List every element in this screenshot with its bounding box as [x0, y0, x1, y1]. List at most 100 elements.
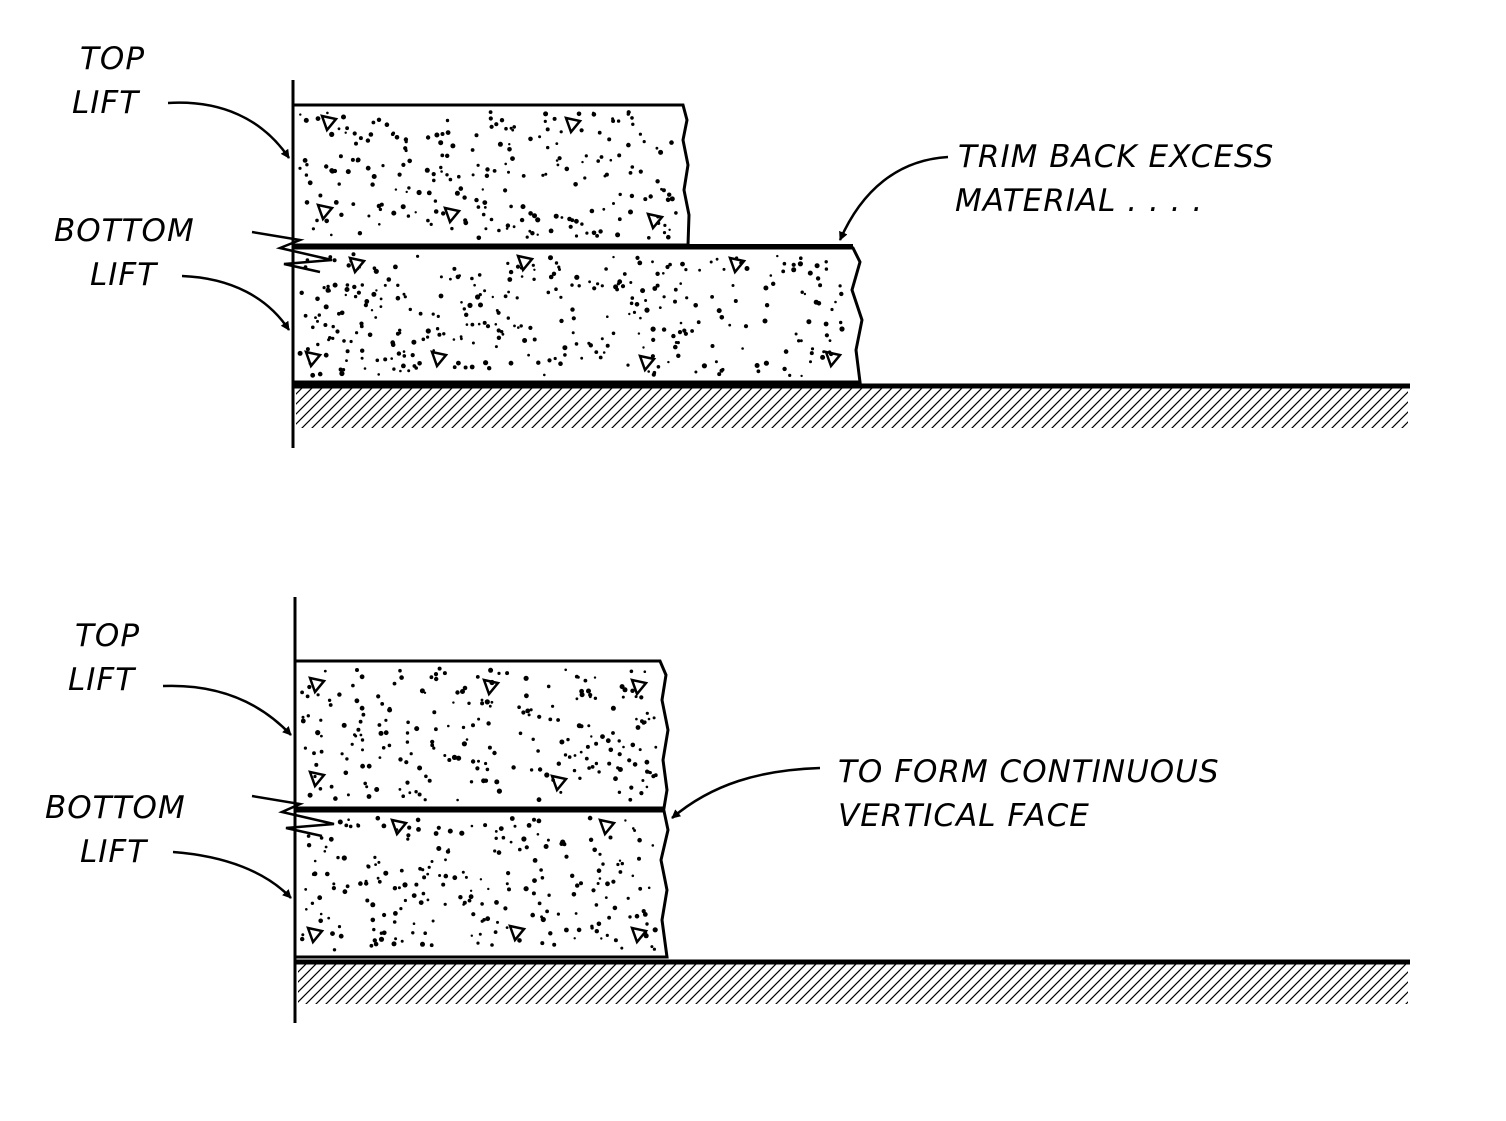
- aggregate-dot: [584, 756, 589, 761]
- aggregate-dot: [590, 926, 594, 930]
- aggregate-dot: [473, 283, 476, 287]
- aggregate-dot: [626, 112, 630, 116]
- aggregate-dot: [382, 912, 387, 918]
- aggregate-dot: [756, 369, 761, 374]
- aggregate-dot: [377, 373, 381, 376]
- aggregate-dot: [480, 701, 485, 706]
- aggregate-dot: [807, 270, 813, 276]
- aggregate-stone: [308, 676, 327, 695]
- aggregate-dot: [558, 361, 563, 367]
- aggregate-dot: [544, 772, 550, 778]
- aggregate-dot: [515, 264, 521, 269]
- aggregate-dot: [522, 338, 528, 343]
- aggregate-dot: [539, 868, 543, 872]
- aggregate-dot: [476, 205, 481, 209]
- aggregate-dot: [515, 296, 519, 300]
- aggregate-dot: [337, 311, 341, 316]
- aggregate-dot: [447, 724, 450, 728]
- aggregate-dot: [447, 848, 450, 851]
- aggregate-dot: [580, 222, 584, 226]
- aggregate-dot: [483, 206, 487, 209]
- aggregate-dot: [482, 200, 488, 206]
- aggregate-dot: [671, 333, 676, 339]
- aggregate-dot: [399, 907, 403, 911]
- aggregate-dot: [579, 881, 583, 886]
- aggregate-dot: [629, 281, 633, 284]
- aggregate-dot: [367, 332, 373, 338]
- aggregate-dot: [484, 227, 488, 231]
- aggregate-dot: [503, 294, 508, 299]
- aggregate-dot: [460, 689, 465, 694]
- aggregate-dot: [588, 343, 593, 348]
- upper-trim-note-line1: TRIM BACK EXCESS: [958, 139, 1275, 175]
- aggregate-dot: [326, 111, 329, 115]
- aggregate-dot: [370, 917, 376, 923]
- aggregate-stone: [320, 114, 339, 133]
- upper-top-lift-arrow: [167, 101, 291, 159]
- aggregate-dot: [598, 852, 602, 856]
- aggregate-dot: [480, 698, 484, 702]
- aggregate-dot: [573, 937, 576, 940]
- aggregate-dot: [662, 231, 667, 235]
- aggregate-dot: [531, 737, 535, 741]
- aggregate-dot: [532, 277, 536, 281]
- upper-bottom-lift-label-line2: LIFT: [90, 257, 158, 293]
- aggregate-dot: [622, 687, 628, 693]
- aggregate-dot: [469, 780, 474, 784]
- aggregate-dot: [328, 255, 333, 259]
- aggregate-dot: [576, 111, 582, 117]
- aggregate-dot: [391, 941, 397, 947]
- aggregate-dot: [500, 330, 504, 334]
- aggregate-dot: [378, 730, 384, 736]
- aggregate-dot: [528, 211, 533, 216]
- aggregate-dot: [526, 823, 532, 828]
- aggregate-dot: [354, 698, 360, 704]
- aggregate-dot: [583, 176, 587, 180]
- aggregate-dot: [598, 229, 603, 234]
- aggregate-dot: [373, 268, 379, 274]
- aggregate-dot: [824, 260, 828, 264]
- aggregate-dot: [464, 875, 468, 879]
- aggregate-dot: [652, 716, 656, 720]
- aggregate-dot: [467, 302, 473, 308]
- aggregate-dot: [635, 725, 641, 730]
- aggregate-dot: [559, 295, 563, 299]
- aggregate-dot: [326, 284, 330, 289]
- aggregate-dot: [781, 269, 786, 274]
- aggregate-dot: [318, 193, 323, 198]
- aggregate-dot: [471, 723, 475, 728]
- aggregate-dot: [350, 742, 354, 746]
- aggregate-dot: [508, 269, 514, 275]
- aggregate-dot: [545, 909, 549, 914]
- aggregate-dot: [377, 723, 382, 727]
- aggregate-dot: [509, 816, 515, 821]
- aggregate-dot: [406, 837, 410, 841]
- aggregate-dot: [600, 937, 603, 940]
- aggregate-dot: [591, 230, 597, 236]
- aggregate-dot: [417, 765, 423, 771]
- aggregate-dot: [387, 706, 392, 711]
- upper-bottom-lift: [291, 246, 864, 384]
- aggregate-dot: [546, 684, 551, 689]
- aggregate-dot: [496, 850, 502, 855]
- aggregate-dot: [359, 705, 365, 711]
- aggregate-dot: [520, 204, 526, 210]
- aggregate-dot: [357, 231, 363, 236]
- aggregate-dot: [519, 217, 525, 223]
- aggregate-dot: [436, 825, 441, 830]
- aggregate-dot: [622, 745, 625, 749]
- aggregate-dot: [645, 922, 649, 926]
- aggregate-dot: [396, 351, 402, 356]
- lower-bottom-lift-aggregate: [300, 815, 658, 952]
- aggregate-dot: [669, 140, 674, 145]
- aggregate-dot: [403, 295, 407, 299]
- aggregate-dot: [384, 122, 390, 127]
- aggregate-dot: [315, 218, 319, 223]
- aggregate-dot: [456, 755, 462, 761]
- aggregate-dot: [382, 930, 387, 936]
- aggregate-dot: [320, 734, 323, 738]
- aggregate-dot: [600, 284, 604, 288]
- aggregate-dot: [839, 291, 844, 297]
- aggregate-dot: [617, 217, 622, 222]
- aggregate-dot: [417, 361, 422, 366]
